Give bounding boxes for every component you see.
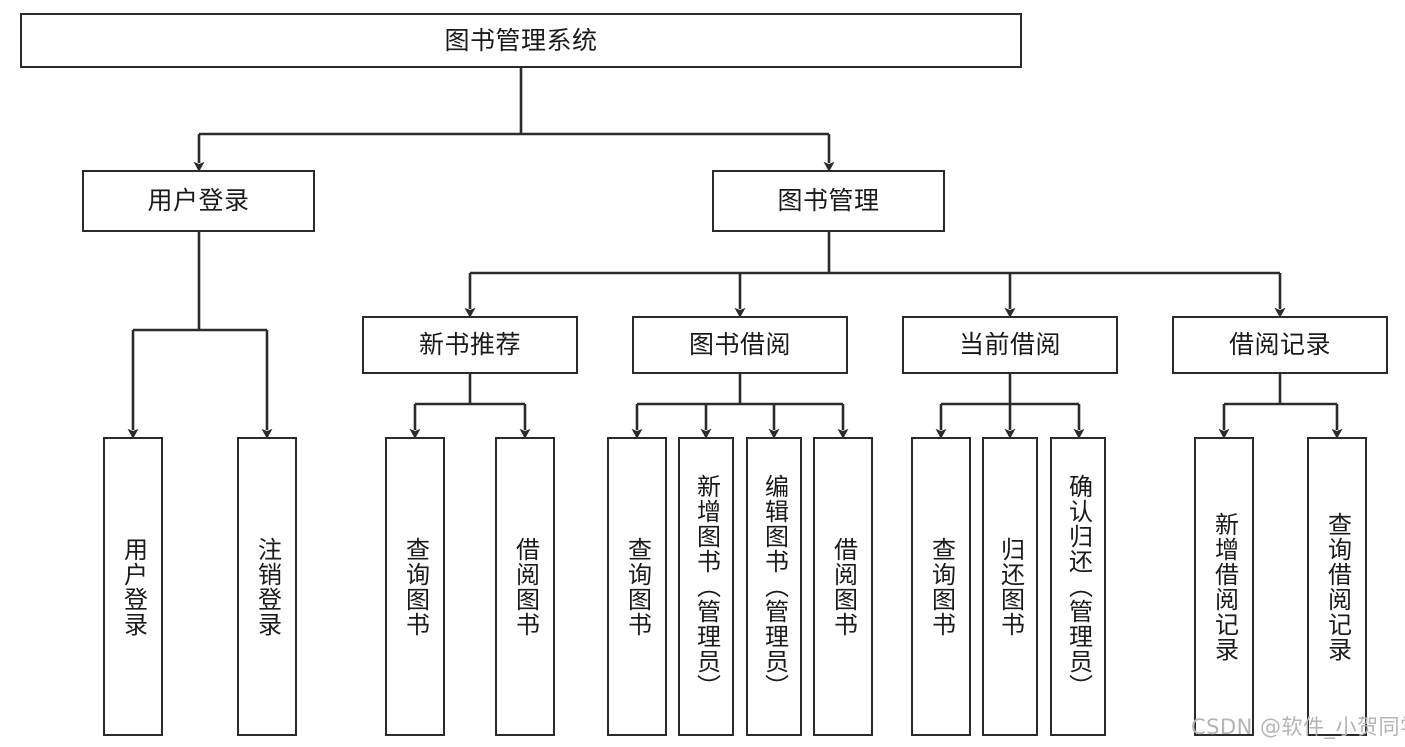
node-new-book-recommendation[interactable]: 新书推荐 xyxy=(362,316,578,374)
node-user-login[interactable]: 用户登录 xyxy=(82,170,315,232)
node-borrowing-record[interactable]: 借阅记录 xyxy=(1172,316,1388,374)
leaf-book-borrow-add[interactable]: 新增图书（管理员） xyxy=(678,437,734,736)
leaf-book-borrow-edit[interactable]: 编辑图书（管理员） xyxy=(746,437,802,736)
node-label: 借阅图书 xyxy=(511,536,540,637)
leaf-book-borrow-query[interactable]: 查询图书 xyxy=(607,437,667,736)
node-current-borrowing[interactable]: 当前借阅 xyxy=(902,316,1118,374)
leaf-user-login-signout[interactable]: 注销登录 xyxy=(237,437,297,736)
node-label: 新书推荐 xyxy=(418,330,521,360)
node-label: 图书管理 xyxy=(777,186,880,216)
node-label: 编辑图书（管理员） xyxy=(760,474,789,699)
leaf-borrow-record-query[interactable]: 查询借阅记录 xyxy=(1307,437,1367,736)
node-label: 借阅图书 xyxy=(829,536,858,637)
node-label: 查询借阅记录 xyxy=(1323,511,1352,662)
node-label: 用户登录 xyxy=(119,536,148,637)
node-label: 当前借阅 xyxy=(958,330,1061,360)
node-label: 查询图书 xyxy=(927,536,956,637)
node-root-book-management-system[interactable]: 图书管理系统 xyxy=(20,13,1022,68)
leaf-new-book-query[interactable]: 查询图书 xyxy=(385,437,445,736)
node-book-management[interactable]: 图书管理 xyxy=(712,170,945,232)
node-label: 新增图书（管理员） xyxy=(692,474,721,699)
csdn-watermark: CSDN @软件_小贺同学 xyxy=(1191,715,1405,739)
leaf-new-book-borrow[interactable]: 借阅图书 xyxy=(495,437,555,736)
node-label: 新增借阅记录 xyxy=(1210,511,1239,662)
node-book-borrowing[interactable]: 图书借阅 xyxy=(632,316,848,374)
node-label: 图书借阅 xyxy=(688,330,791,360)
node-label: 查询图书 xyxy=(401,536,430,637)
leaf-borrow-record-add[interactable]: 新增借阅记录 xyxy=(1194,437,1254,736)
leaf-current-borrow-query[interactable]: 查询图书 xyxy=(911,437,971,736)
node-label: 图书管理系统 xyxy=(444,25,598,55)
leaf-book-borrow-borrow[interactable]: 借阅图书 xyxy=(813,437,873,736)
node-label: 查询图书 xyxy=(623,536,652,637)
node-label: 用户登录 xyxy=(147,186,250,216)
node-label: 确认归还（管理员） xyxy=(1064,474,1093,699)
leaf-current-borrow-return[interactable]: 归还图书 xyxy=(982,437,1038,736)
leaf-current-borrow-confirm-return[interactable]: 确认归还（管理员） xyxy=(1050,437,1106,736)
node-label: 归还图书 xyxy=(996,536,1025,637)
leaf-user-login-signin[interactable]: 用户登录 xyxy=(103,437,163,736)
node-label: 借阅记录 xyxy=(1228,330,1331,360)
node-label: 注销登录 xyxy=(253,536,282,637)
